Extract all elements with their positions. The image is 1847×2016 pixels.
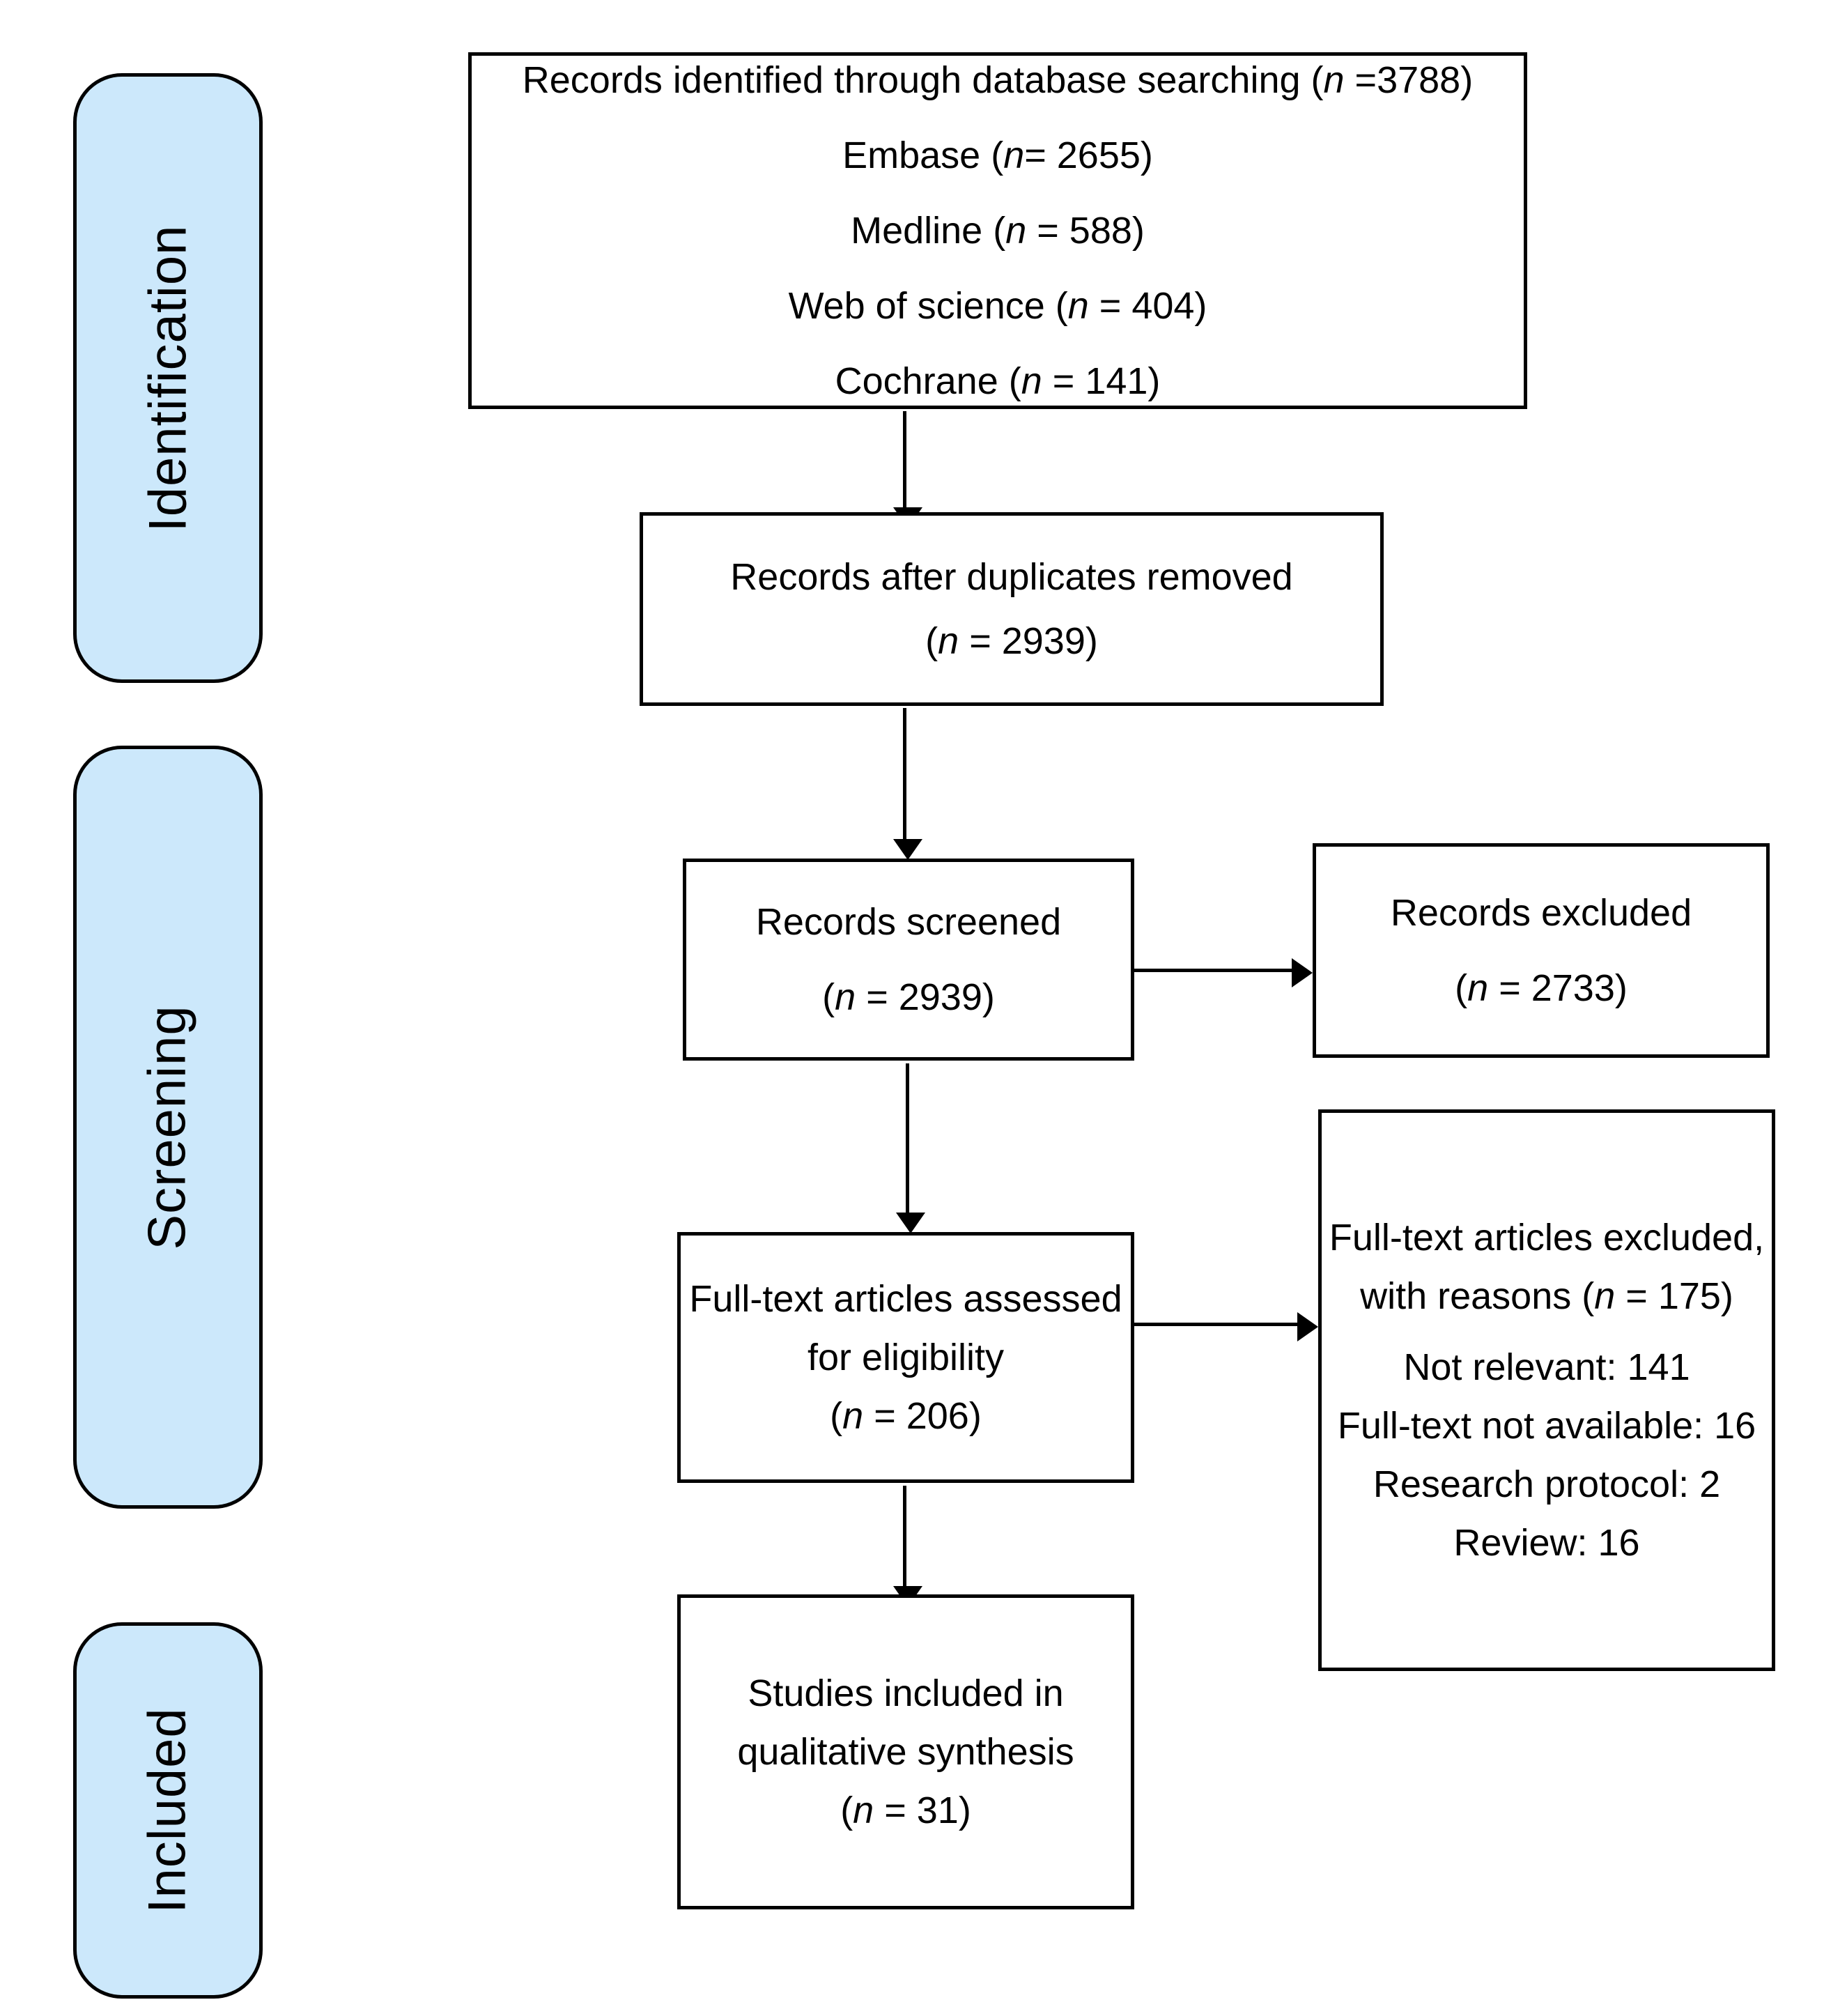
box-records-identified: Records identified through database sear… [468, 52, 1527, 409]
studies-included-label-line2: qualitative synthesis [737, 1731, 1074, 1773]
fulltext-assessed-count: (n = 206) [830, 1395, 982, 1437]
records-identified-medline: Medline (n = 588) [851, 210, 1145, 252]
records-identified-web-of-science: Web of science (n = 404) [788, 285, 1207, 327]
n-italic: n [842, 1395, 864, 1437]
duplicates-removed-label: Records after duplicates removed [730, 556, 1293, 598]
stage-label-screening: Screening [138, 1004, 198, 1250]
records-excluded-count: (n = 2733) [1455, 967, 1628, 1009]
n-italic: n [1021, 360, 1042, 402]
exclusion-reason-review: Review: 16 [1453, 1522, 1640, 1564]
box-studies-included: Studies included in qualitative synthesi… [677, 1594, 1134, 1909]
arrow-head-down-icon [893, 839, 922, 860]
n-italic: n [1323, 59, 1345, 101]
records-identified-cochrane: Cochrane (n = 141) [835, 360, 1161, 402]
n-italic: n [853, 1790, 874, 1831]
n-italic: n [1067, 285, 1089, 327]
fulltext-assessed-label-line2: for eligibility [807, 1337, 1005, 1378]
arrow-head-down-icon [896, 1213, 925, 1233]
exclusion-reason-not-relevant: Not relevant: 141 [1403, 1346, 1690, 1388]
box-fulltext-excluded: Full-text articles excluded, with reason… [1318, 1109, 1775, 1671]
n-italic: n [1003, 134, 1025, 176]
records-identified-embase: Embase (n= 2655) [842, 134, 1153, 176]
box-records-screened: Records screened (n = 2939) [683, 859, 1134, 1061]
records-screened-count: (n = 2939) [822, 976, 995, 1018]
n-italic: n [1594, 1275, 1616, 1317]
arrow-head-right-icon [1292, 958, 1313, 987]
fulltext-assessed-label-line1: Full-text articles assessed [689, 1278, 1122, 1320]
records-identified-total: Records identified through database sear… [522, 59, 1474, 101]
studies-included-count: (n = 31) [840, 1790, 971, 1831]
exclusion-reason-fulltext-not-available: Full-text not available: 16 [1337, 1405, 1756, 1447]
arrow-head-right-icon [1297, 1312, 1318, 1341]
arrow-screened-to-fulltext [896, 1063, 925, 1233]
stage-pill-identification: Identification [73, 73, 263, 683]
arrow-identified-to-duplicates [893, 411, 922, 528]
stage-pill-screening: Screening [73, 746, 263, 1509]
stage-label-included: Included [138, 1707, 197, 1914]
arrow-fulltext-to-included [893, 1486, 922, 1607]
studies-included-label-line1: Studies included in [748, 1672, 1064, 1714]
box-fulltext-assessed: Full-text articles assessed for eligibil… [677, 1232, 1134, 1483]
stage-pill-included: Included [73, 1622, 263, 1999]
stage-label-identification: Identification [138, 224, 198, 532]
n-italic: n [835, 976, 856, 1018]
arrow-duplicates-to-screened [893, 708, 922, 860]
n-italic: n [1005, 210, 1027, 252]
box-records-excluded: Records excluded (n = 2733) [1313, 843, 1770, 1058]
arrow-screened-to-excluded [1134, 958, 1313, 987]
fulltext-excluded-label-line1: Full-text articles excluded, [1329, 1217, 1765, 1259]
fulltext-excluded-count: with reasons (n = 175) [1360, 1275, 1733, 1317]
records-excluded-label: Records excluded [1390, 892, 1692, 934]
n-italic: n [1467, 967, 1489, 1009]
box-duplicates-removed: Records after duplicates removed (n = 29… [640, 512, 1384, 706]
duplicates-removed-count: (n = 2939) [925, 620, 1098, 662]
exclusion-reason-research-protocol: Research protocol: 2 [1373, 1463, 1721, 1505]
arrow-fulltext-to-excluded [1134, 1312, 1318, 1341]
n-italic: n [938, 620, 959, 662]
records-screened-label: Records screened [755, 901, 1062, 943]
